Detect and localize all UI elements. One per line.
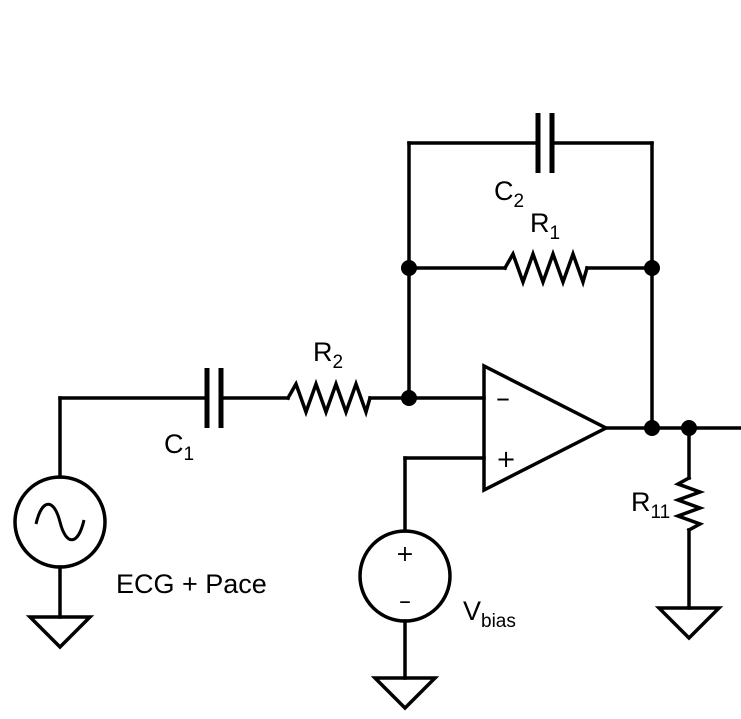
sine-wave-icon <box>34 502 86 542</box>
vbias-label: Vbias <box>463 596 516 632</box>
c1-label: C1 <box>164 429 194 465</box>
junction-dot <box>681 420 697 436</box>
junction-dot <box>401 390 417 406</box>
opamp-inverting-sign: – <box>496 381 510 414</box>
ground-icon-vbias <box>370 676 440 711</box>
r2-resistor <box>285 378 373 418</box>
source-label: ECG + Pace <box>116 569 267 599</box>
r11-resistor <box>672 475 706 533</box>
junction-dot <box>644 260 660 276</box>
c2-label: C2 <box>494 176 524 212</box>
junction-dot <box>644 420 660 436</box>
r1-resistor <box>502 248 590 288</box>
vbias-plus-sign: + <box>396 542 414 567</box>
ground-icon-r11 <box>654 606 724 641</box>
junction-dot <box>401 260 417 276</box>
opamp-noninverting-sign: + <box>496 445 516 473</box>
ecg-pace-source <box>13 475 107 569</box>
ground-icon-source <box>25 615 95 650</box>
r11-label: R11 <box>631 487 670 523</box>
r1-label: R1 <box>530 208 560 244</box>
r2-label: R2 <box>313 337 343 373</box>
vbias-minus-sign: – <box>399 587 411 615</box>
opamp-triangle <box>482 363 610 493</box>
